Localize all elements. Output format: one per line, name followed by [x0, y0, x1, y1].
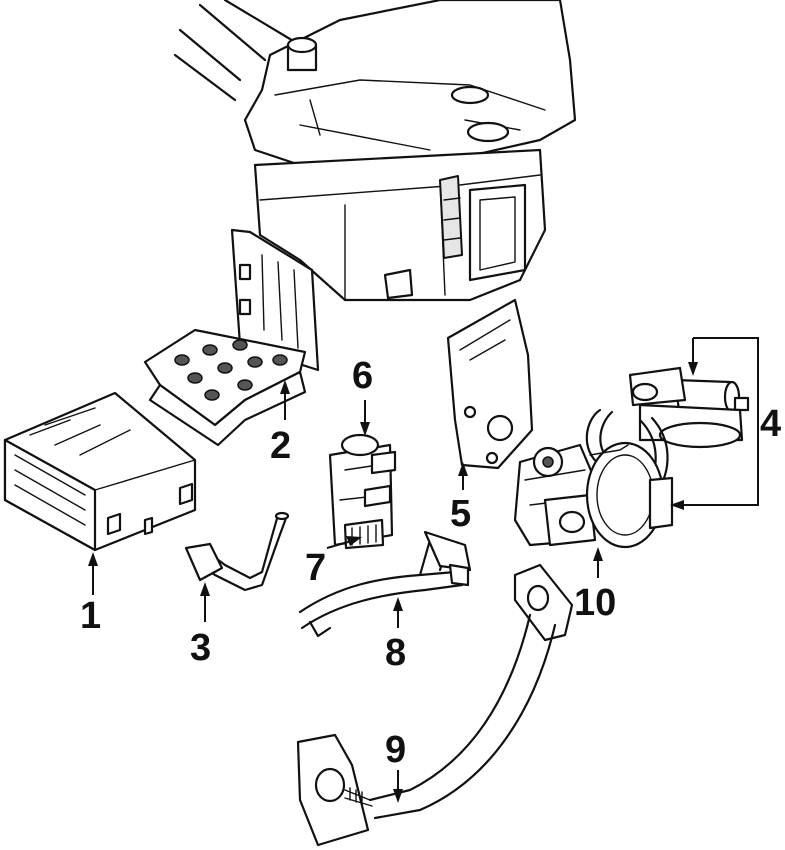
arrow-9 [393, 789, 403, 803]
callout-2: 2 [270, 425, 291, 467]
arrow-7 [346, 536, 362, 546]
part-3-hose [184, 511, 290, 592]
part-5-plate [446, 298, 534, 470]
arrow-4a [688, 362, 698, 376]
part-10-egr-valve [513, 441, 674, 549]
arrow-4b [670, 500, 684, 510]
arrow-8 [393, 597, 403, 611]
callout-7: 7 [305, 547, 326, 589]
part-6-solenoid [328, 433, 397, 550]
arrow-2 [280, 380, 290, 394]
arrow-6 [360, 422, 370, 436]
callout-10: 10 [574, 582, 616, 624]
callout-6: 6 [352, 355, 373, 397]
leader-lines [88, 337, 759, 803]
part-1-canister [3, 391, 197, 552]
callout-3: 3 [190, 627, 211, 669]
arrow-10 [593, 547, 603, 561]
engine-assembly [173, 0, 577, 302]
callout-5: 5 [450, 493, 471, 535]
arrow-3 [200, 582, 210, 596]
callout-1: 1 [80, 595, 101, 637]
part-2-bracket [143, 228, 320, 447]
callout-labels: 1 2 3 4 5 6 7 8 9 10 [80, 355, 781, 771]
arrow-5 [458, 462, 468, 476]
bracket-holes [174, 339, 288, 401]
callout-4: 4 [760, 403, 781, 445]
part-4-sensor [585, 366, 750, 496]
part-8-wiring [298, 530, 472, 638]
callout-9: 9 [385, 729, 406, 771]
callout-8: 8 [385, 632, 406, 674]
arrow-1 [88, 552, 98, 566]
part-9-egr-tube [296, 563, 574, 847]
